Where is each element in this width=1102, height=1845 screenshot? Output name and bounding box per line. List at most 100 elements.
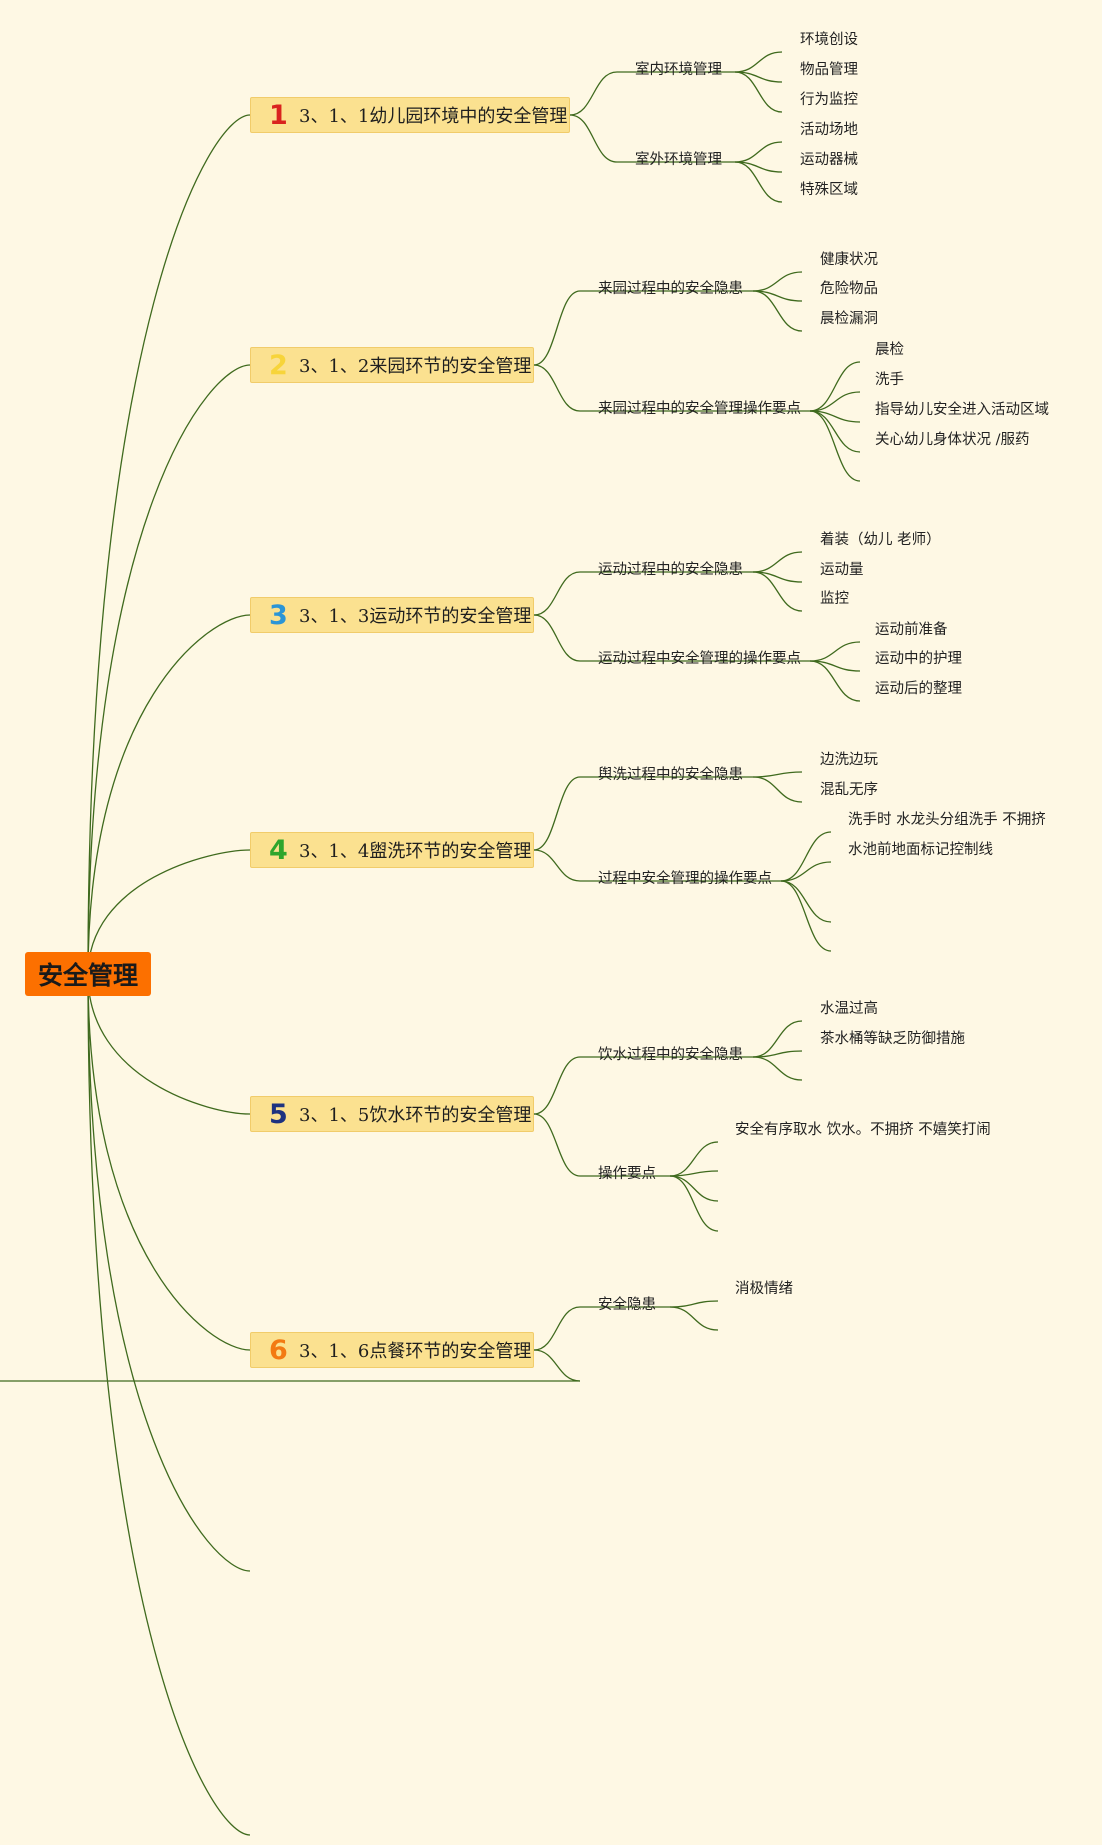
branch-node[interactable]: 室内环境管理 [635,62,722,78]
root-connector [87,974,251,1572]
root-connector [87,614,251,976]
branch-connector [533,571,581,616]
leaf-connector [734,71,783,113]
section-number-icon: 2 [269,349,288,381]
branch-node[interactable]: 室外环境管理 [635,152,722,168]
leaf-connector [752,571,803,612]
section-label: 3、1、1幼儿园环境中的安全管理 [299,106,568,127]
branch-connector [569,114,618,163]
root-connector [87,974,251,1836]
root-connector [87,114,251,976]
branch-node[interactable]: 饮水过程中的安全隐患 [598,1047,743,1063]
leaf-connector [752,1020,803,1058]
branch-connector [569,71,618,116]
section-label: 3、1、6点餐环节的安全管理 [299,1341,532,1362]
section-label: 3、1、2来园环节的安全管理 [299,356,532,377]
leaf-node[interactable]: 水池前地面标记控制线 [848,842,993,858]
leaf-node[interactable]: 危险物品 [820,281,878,297]
leaf-connector [669,1175,719,1202]
branch-node[interactable]: 来园过程中的安全隐患 [598,281,743,297]
branch-connector [533,290,581,366]
branch-connector [533,1306,581,1351]
section-node[interactable]: 5 3、1、5饮水环节的安全管理 [250,1096,534,1132]
section-number-icon: 5 [269,1098,288,1130]
section-node[interactable]: 3 3、1、3运动环节的安全管理 [250,597,534,633]
leaf-node[interactable]: 着装（幼儿 老师） [820,532,941,548]
leaf-connector [752,771,803,778]
leaf-node[interactable]: 洗手时 水龙头分组洗手 不拥挤 [848,812,1046,828]
leaf-connector [809,410,861,482]
section-number-icon: 3 [269,599,288,631]
leaf-connector [669,1300,719,1308]
section-label: 3、1、5饮水环节的安全管理 [299,1105,532,1126]
leaf-connector [752,290,803,332]
leaf-connector [780,880,832,952]
leaf-node[interactable]: 健康状况 [820,252,878,268]
leaf-connector [809,361,861,412]
leaf-node[interactable]: 行为监控 [800,92,858,108]
leaf-connector [669,1175,719,1232]
leaf-node[interactable]: 运动器械 [800,152,858,168]
branch-node[interactable]: 来园过程中的安全管理操作要点 [598,401,801,417]
leaf-connector [734,161,783,203]
section-label: 3、1、4盥洗环节的安全管理 [299,841,532,862]
leaf-node[interactable]: 晨检漏洞 [820,311,878,327]
leaf-node[interactable]: 混乱无序 [820,782,878,798]
leaf-connector [780,861,832,882]
leaf-node[interactable]: 监控 [820,591,849,607]
leaf-node[interactable]: 关心幼儿身体状况 /服药 [875,432,1030,448]
leaf-node[interactable]: 物品管理 [800,62,858,78]
leaf-node[interactable]: 指导幼儿安全进入活动区域 [875,402,1049,418]
leaf-node[interactable]: 环境创设 [800,32,858,48]
leaf-connector [752,1050,803,1058]
branch-node[interactable]: 运动过程中的安全隐患 [598,562,743,578]
branch-connector [533,364,581,412]
leaf-node[interactable]: 活动场地 [800,122,858,138]
leaf-connector [752,551,803,573]
leaf-connector [809,410,861,453]
leaf-node[interactable]: 边洗边玩 [820,752,878,768]
leaf-connector [809,660,861,702]
root-connector [87,974,251,1351]
leaf-connector [752,1056,803,1081]
leaf-node[interactable]: 茶水桶等缺乏防御措施 [820,1031,965,1047]
leaf-node[interactable]: 运动后的整理 [875,681,962,697]
branch-node[interactable]: 操作要点 [598,1166,656,1182]
leaf-node[interactable]: 消极情绪 [735,1281,793,1297]
branch-connector [533,776,581,851]
leaf-node[interactable]: 运动前准备 [875,622,948,638]
leaf-node[interactable]: 运动中的护理 [875,651,962,667]
leaf-node[interactable]: 洗手 [875,372,904,388]
leaf-connector [669,1170,719,1177]
branch-connector [533,1056,581,1115]
leaf-connector [780,880,832,923]
branch-connector [533,849,581,882]
branch-node[interactable]: 安全隐患 [598,1297,656,1313]
leaf-connector [752,271,803,292]
root-node[interactable]: 安全管理 [25,952,151,996]
branch-node[interactable]: 运动过程中安全管理的操作要点 [598,651,801,667]
branch-node[interactable]: 舆洗过程中的安全隐患 [598,767,743,783]
section-number-icon: 1 [269,99,288,131]
branch-node[interactable]: 过程中安全管理的操作要点 [598,871,772,887]
section-number-icon: 6 [269,1334,288,1366]
root-connector [87,364,251,976]
leaf-node[interactable]: 运动量 [820,562,864,578]
section-node[interactable]: 6 3、1、6点餐环节的安全管理 [250,1332,534,1368]
leaf-connector [734,51,783,73]
leaf-node[interactable]: 特殊区域 [800,182,858,198]
leaf-node[interactable]: 晨检 [875,342,904,358]
leaf-node[interactable]: 安全有序取水 饮水。不拥挤 不嬉笑打闹 [735,1122,991,1138]
leaf-connector [780,831,832,882]
branch-connector [533,1349,581,1382]
section-node[interactable]: 2 3、1、2来园环节的安全管理 [250,347,534,383]
section-label: 3、1、3运动环节的安全管理 [299,606,532,627]
leaf-node[interactable]: 水温过高 [820,1001,878,1017]
section-node[interactable]: 1 3、1、1幼儿园环境中的安全管理 [250,97,570,133]
leaf-connector [809,391,861,412]
leaf-connector [809,641,861,662]
leaf-connector [669,1141,719,1177]
